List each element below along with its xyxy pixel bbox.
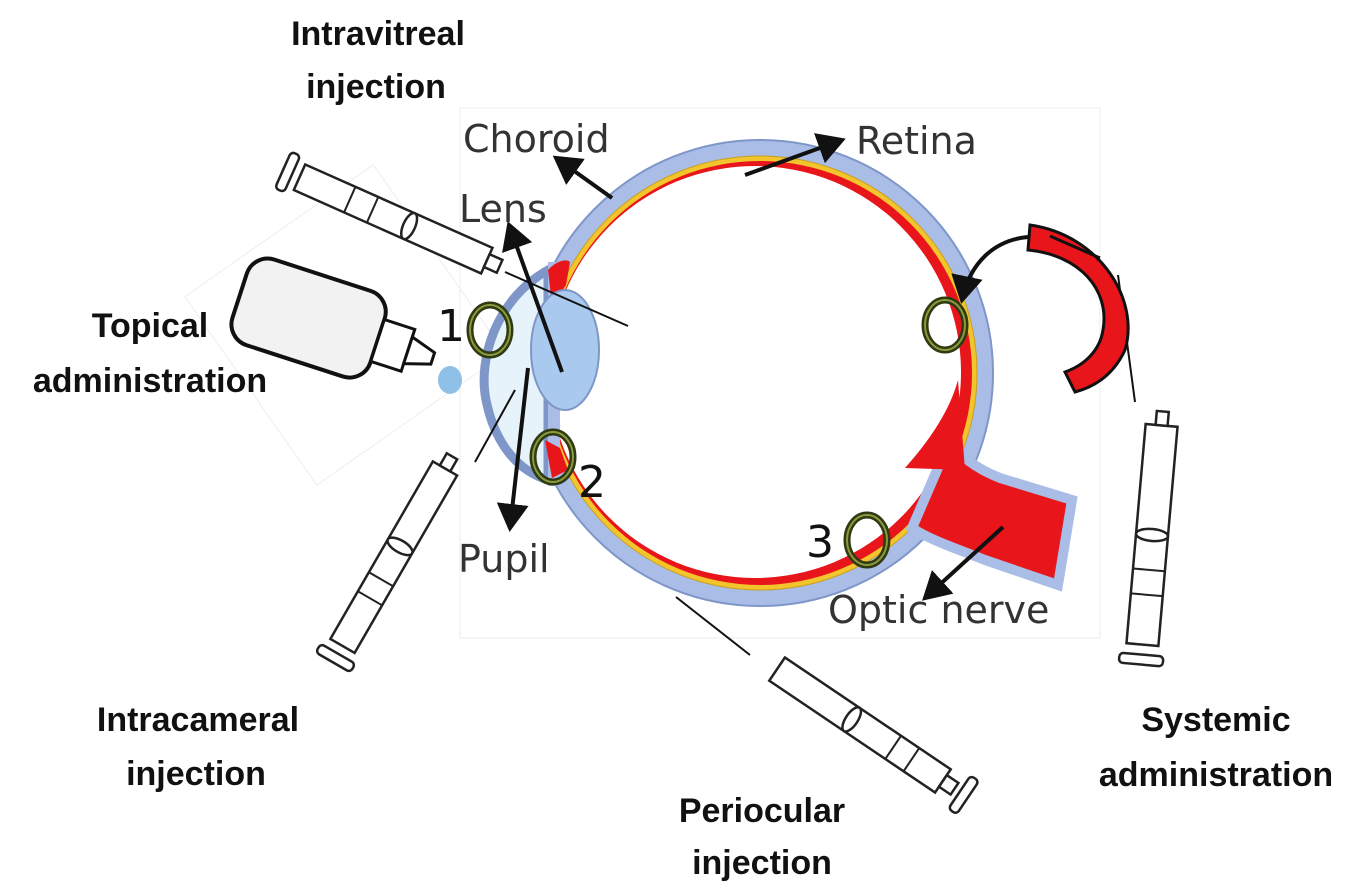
intracameral-label: Intracameral <box>97 701 299 739</box>
barrier-number-1: 1 <box>437 301 465 352</box>
intracameral-syringe <box>316 446 470 672</box>
periocular-label-line2: injection <box>692 844 832 882</box>
systemic-label-line2: administration <box>1099 756 1333 794</box>
topical-label: Topical <box>92 307 209 345</box>
choroid-label: Choroid <box>463 117 610 161</box>
periocular-syringe <box>766 652 979 814</box>
intravitreal-label: Intravitreal <box>291 15 465 53</box>
intravitreal-label-line2: injection <box>306 68 446 106</box>
optic-nerve-label: Optic nerve <box>828 588 1049 632</box>
barrier-number-2: 2 <box>578 457 606 508</box>
periocular-label: Periocular <box>679 792 845 830</box>
vitreous-body <box>549 166 961 578</box>
eye-drop <box>438 366 462 394</box>
barrier-number-3: 3 <box>806 517 834 568</box>
topical-label-line2: administration <box>33 362 267 400</box>
retina-label: Retina <box>856 119 977 163</box>
systemic-syringe <box>1119 410 1185 667</box>
intracameral-label-line2: injection <box>126 755 266 793</box>
lens-label: Lens <box>459 187 547 231</box>
systemic-label: Systemic <box>1141 701 1290 739</box>
pupil-label: Pupil <box>458 537 550 581</box>
